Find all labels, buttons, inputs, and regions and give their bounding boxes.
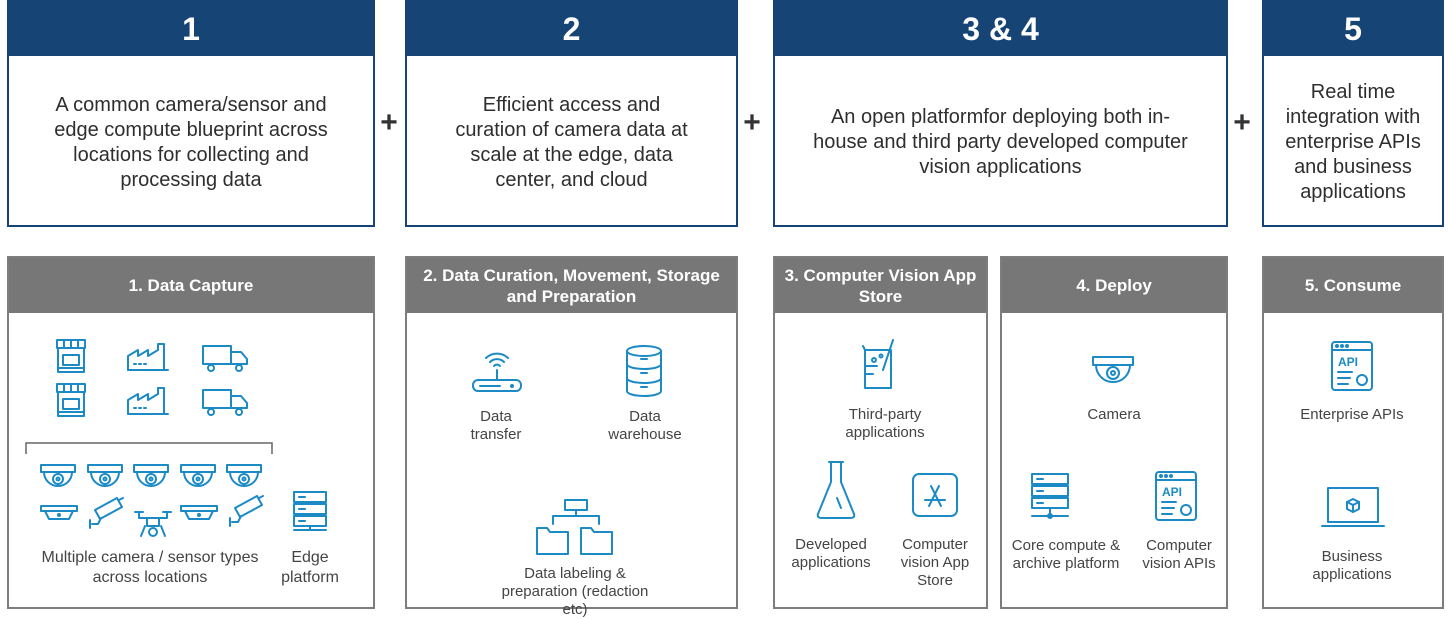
database-icon bbox=[626, 345, 662, 397]
business-apps-label: Business applications bbox=[1312, 548, 1392, 583]
consume-panel: 5. Consume API Enterprise APIs Business … bbox=[1262, 256, 1444, 609]
data-curation-panel: 2. Data Curation, Movement, Storage and … bbox=[405, 256, 738, 618]
group-bracket bbox=[25, 442, 273, 454]
ceiling-sensor-icon bbox=[40, 505, 78, 520]
cameras-label: Multiple camera / sensor types across lo… bbox=[41, 549, 259, 586]
server-icon bbox=[293, 491, 327, 531]
core-compute-label: Core compute & archive platform bbox=[1011, 537, 1121, 572]
data-transfer-label: Data transfer bbox=[470, 408, 522, 443]
enterprise-apis-label: Enterprise APIs bbox=[1300, 406, 1404, 423]
step-1-number: 1 bbox=[9, 2, 373, 56]
data-capture-panel: 1. Data Capture bbox=[7, 256, 375, 609]
folder-hierarchy-icon bbox=[536, 499, 613, 555]
dome-camera-icon bbox=[133, 464, 169, 487]
api-settings-icon: API bbox=[1155, 471, 1197, 521]
data-labeling-label: Data labeling & preparation (redaction e… bbox=[501, 565, 649, 618]
dome-camera-icon bbox=[87, 464, 123, 487]
ceiling-sensor-icon bbox=[180, 505, 218, 520]
deploy-title: 4. Deploy bbox=[1002, 258, 1226, 313]
cv-apis-label: Computer vision APIs bbox=[1142, 537, 1216, 572]
api-text: API bbox=[1338, 355, 1358, 369]
app-store-icon bbox=[912, 473, 958, 517]
data-curation-title: 2. Data Curation, Movement, Storage and … bbox=[407, 258, 736, 313]
factory-icon bbox=[127, 387, 169, 415]
cv-app-store-label: Computer vision App Store bbox=[900, 536, 970, 589]
router-icon bbox=[472, 352, 522, 392]
step-3-4-number: 3 & 4 bbox=[775, 2, 1226, 56]
dome-camera-icon bbox=[226, 464, 262, 487]
camera-label: Camera bbox=[1087, 406, 1141, 423]
dome-camera-icon bbox=[40, 464, 76, 487]
plus-sign-2: + bbox=[743, 106, 761, 139]
step-1-text: A common camera/sensor and edge compute … bbox=[54, 93, 328, 191]
plus-sign-3: + bbox=[1233, 106, 1251, 139]
bullet-camera-icon bbox=[89, 497, 124, 529]
dome-camera-icon bbox=[180, 464, 216, 487]
consume-title: 5. Consume bbox=[1264, 258, 1442, 313]
plus-sign-1: + bbox=[380, 106, 398, 139]
store-icon bbox=[56, 339, 86, 373]
truck-icon bbox=[202, 345, 248, 372]
app-store-panel: 3. Computer Vision App Store Third-party… bbox=[773, 256, 988, 609]
store-icon bbox=[56, 383, 86, 417]
server-network-icon bbox=[1031, 473, 1069, 519]
step-2-card: 2 Efficient access and curation of camer… bbox=[405, 0, 738, 227]
api-text: API bbox=[1162, 485, 1182, 499]
app-store-title: 3. Computer Vision App Store bbox=[775, 258, 986, 313]
drone-icon bbox=[134, 511, 172, 537]
step-5-card: 5 Real time integration with enterprise … bbox=[1262, 0, 1444, 227]
step-3-4-text: An open platformfor deploying both in-ho… bbox=[813, 106, 1188, 178]
step-5-text: Real time integration with enterprise AP… bbox=[1285, 81, 1421, 203]
laptop-app-icon bbox=[1321, 487, 1385, 527]
beaker-icon bbox=[862, 339, 894, 389]
truck-icon bbox=[202, 389, 248, 416]
factory-icon bbox=[127, 343, 169, 371]
step-5-number: 5 bbox=[1264, 2, 1442, 56]
step-1-card: 1 A common camera/sensor and edge comput… bbox=[7, 0, 375, 227]
third-party-label: Third-party applications bbox=[845, 406, 925, 441]
data-capture-title: 1. Data Capture bbox=[9, 258, 373, 313]
flask-icon bbox=[816, 461, 856, 519]
step-2-text: Efficient access and curation of camera … bbox=[455, 93, 688, 191]
developed-label: Developed applications bbox=[791, 536, 871, 571]
deploy-panel: 4. Deploy Camera Core compute & archive … bbox=[1000, 256, 1228, 609]
api-settings-icon: API bbox=[1331, 341, 1373, 391]
data-warehouse-label: Data warehouse bbox=[608, 408, 682, 443]
edge-platform-label: Edge platform bbox=[281, 549, 339, 586]
bullet-camera-icon bbox=[229, 495, 264, 527]
step-2-number: 2 bbox=[407, 2, 736, 56]
dome-camera-icon bbox=[1092, 356, 1134, 383]
step-3-4-card: 3 & 4 An open platformfor deploying both… bbox=[773, 0, 1228, 227]
